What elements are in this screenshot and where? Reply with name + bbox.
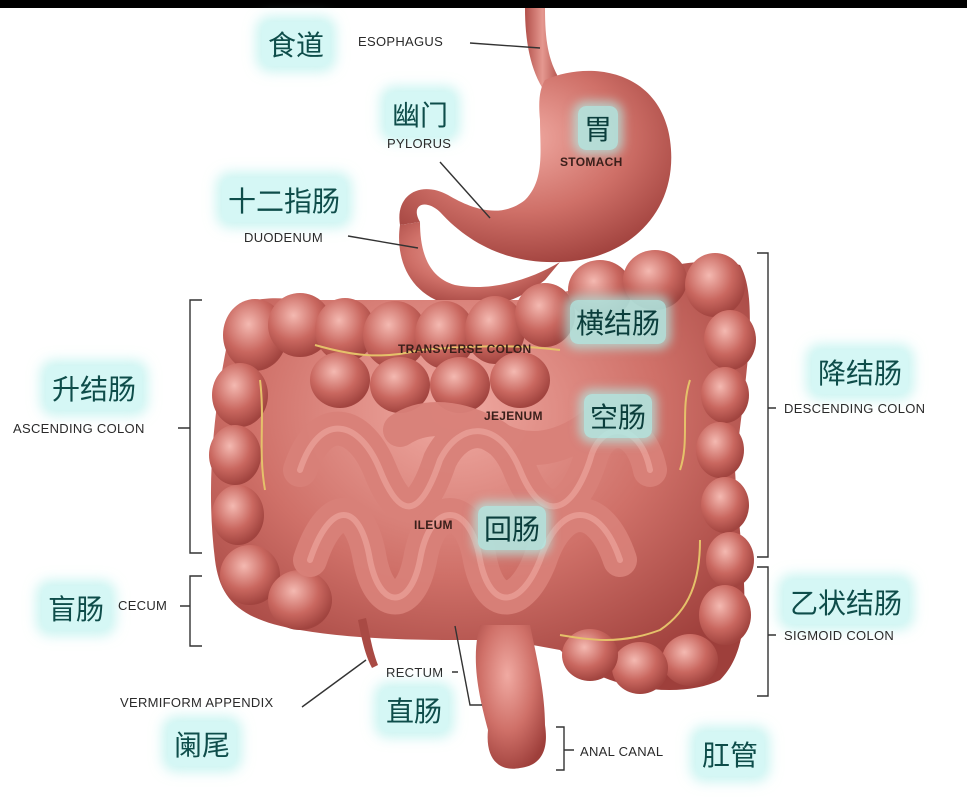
label-appendix-zh: 阑尾 (168, 722, 237, 766)
label-cecum-zh: 盲肠 (42, 586, 111, 630)
rectum-shape (475, 625, 546, 769)
label-pylorus-zh: 幽门 (386, 92, 455, 136)
label-jejunum-en: JEJENUM (484, 409, 543, 423)
label-anal-canal-zh: 肛管 (696, 732, 765, 776)
label-transverse-colon-zh: 横结肠 (570, 300, 667, 344)
label-sigmoid-colon-zh: 乙状结肠 (784, 580, 909, 624)
esophagus-shape (525, 8, 560, 92)
top-black-bar (0, 0, 967, 8)
label-ascending-colon-zh: 升结肠 (46, 366, 143, 410)
label-esophagus-zh: 食道 (262, 22, 331, 66)
label-duodenum-en: DUODENUM (244, 230, 323, 245)
label-descending-colon-zh: 降结肠 (812, 350, 909, 394)
label-stomach-en: STOMACH (560, 155, 623, 169)
large-intestine (209, 250, 756, 694)
duodenum-shape (399, 222, 560, 308)
label-pylorus-en: PYLORUS (387, 136, 452, 151)
label-sigmoid-colon-en: SIGMOID COLON (784, 628, 895, 643)
label-transverse-colon-en: TRANSVERSE COLON (398, 342, 532, 356)
label-rectum-en: RECTUM (386, 665, 444, 680)
label-ileum-zh: 回肠 (478, 506, 547, 550)
label-esophagus-en: ESOPHAGUS (358, 34, 444, 49)
label-duodenum-zh: 十二指肠 (222, 178, 347, 222)
label-ileum-en: ILEUM (414, 518, 453, 532)
label-ascending-colon-en: ASCENDING COLON (13, 421, 145, 436)
label-appendix-en: VERMIFORM APPENDIX (120, 695, 274, 710)
label-jejunum-zh: 空肠 (584, 394, 653, 438)
label-anal-canal-en: ANAL CANAL (580, 744, 664, 759)
appendix-shape (358, 618, 378, 668)
label-rectum-zh: 直肠 (380, 688, 449, 732)
label-descending-colon-en: DESCENDING COLON (784, 401, 926, 416)
label-stomach-zh: 胃 (578, 106, 619, 150)
label-cecum-en: CECUM (118, 598, 168, 613)
